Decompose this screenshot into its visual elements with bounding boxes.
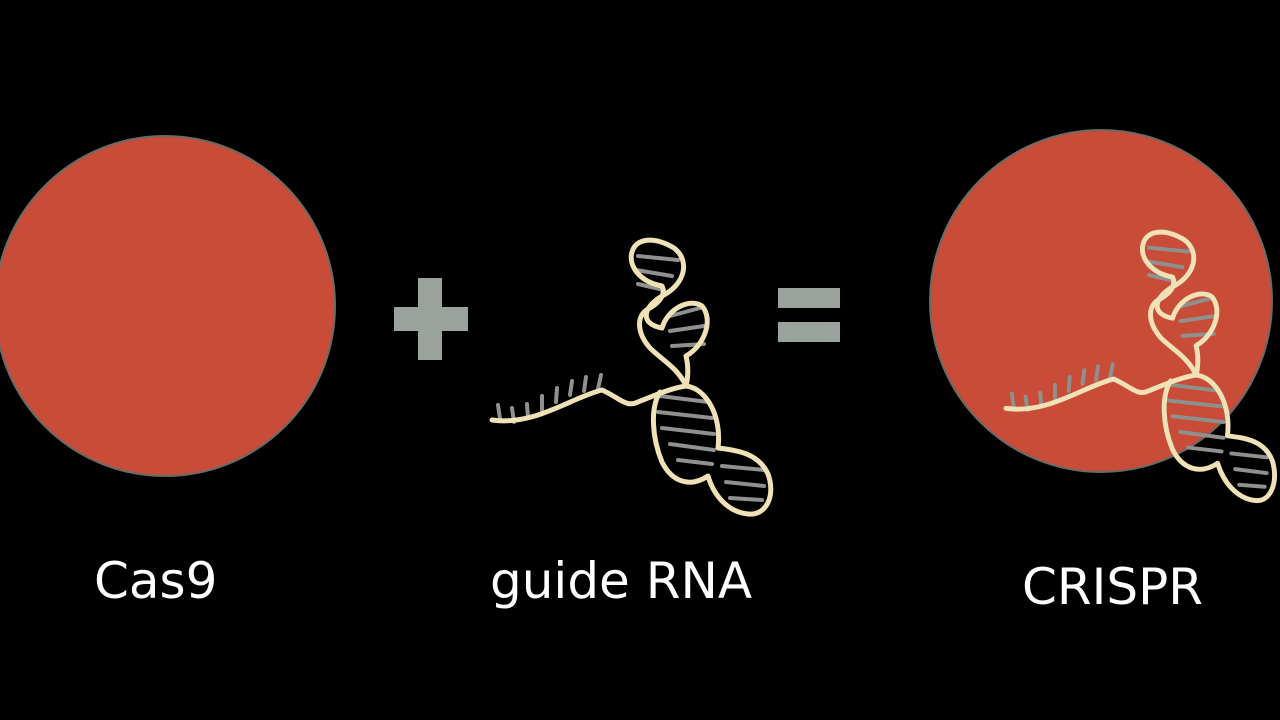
cas9-protein-circle [0, 135, 336, 477]
plus-icon [394, 278, 468, 360]
rna-bases [496, 254, 766, 502]
crispr-label: CRISPR [1022, 558, 1204, 616]
equals-icon [778, 288, 840, 342]
crispr-guide-rna [1003, 229, 1277, 503]
crispr-rna-backbone [1003, 229, 1277, 503]
cas9-label: Cas9 [94, 552, 218, 610]
crispr-rna-bases [1009, 245, 1269, 489]
guide-rna-label: guide RNA [490, 552, 753, 610]
guide-rna-icon [489, 237, 774, 517]
rna-backbone [489, 237, 774, 517]
